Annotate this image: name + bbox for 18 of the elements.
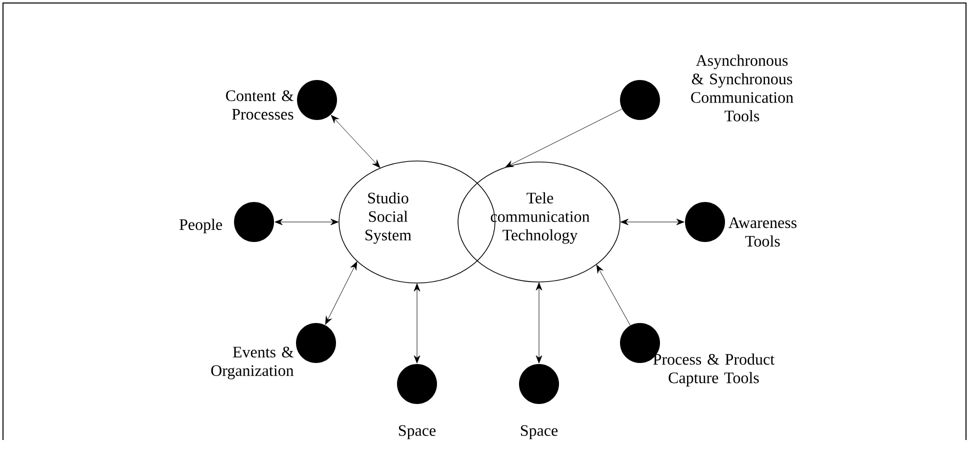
ellipse-label: Studio Social System [366, 192, 412, 244]
arrow [414, 283, 420, 364]
arrow [331, 115, 380, 168]
dot-with-label: Events & Organization [211, 322, 336, 380]
arrow [536, 282, 542, 364]
arrow [596, 264, 630, 326]
dot-with-label: Asynchronous & Synchronous Communication Tools [620, 54, 794, 122]
dot-with-label: Process & Product Capture Tools [620, 322, 774, 386]
arrow [325, 262, 358, 325]
arrow [274, 218, 339, 226]
dot-with-label: People [180, 202, 274, 242]
dot-with-label: Content & Processes [226, 80, 337, 120]
arrow [620, 218, 684, 226]
dot-with-label: Space [397, 364, 437, 440]
dot-with-label: Awareness Tools [685, 202, 796, 247]
ellipse [458, 162, 620, 282]
arrow [505, 108, 622, 168]
dot-with-label: Space [519, 364, 559, 440]
